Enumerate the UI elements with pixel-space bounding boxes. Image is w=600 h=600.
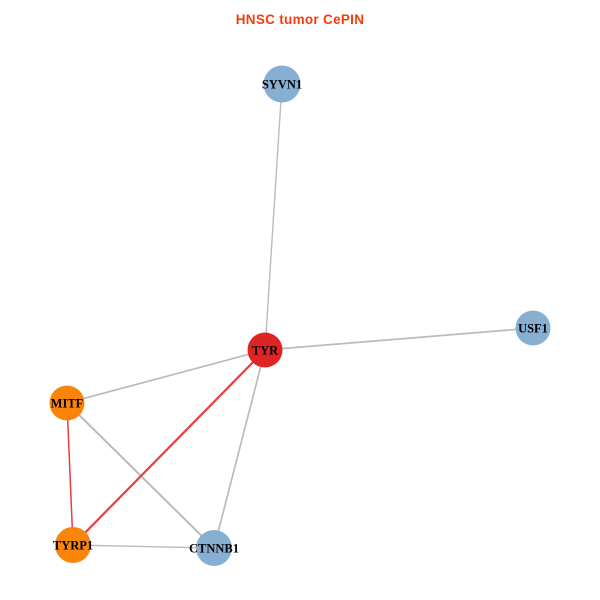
plot-title: HNSC tumor CePIN — [235, 12, 365, 27]
node-label-MITF: MITF — [51, 396, 84, 410]
node-label-TYR: TYR — [252, 343, 279, 357]
node-MITF — [49, 385, 85, 421]
node-label-SYVN1: SYVN1 — [262, 77, 302, 91]
node-label-USF1: USF1 — [518, 321, 548, 335]
node-TYR — [247, 332, 283, 368]
node-CTNNB1 — [196, 530, 232, 566]
node-label-TYRP1: TYRP1 — [53, 538, 93, 552]
edge-USF1-TYR — [264, 327, 534, 351]
node-USF1 — [515, 310, 551, 346]
edge-TYR-TYRP1 — [72, 349, 266, 546]
edge-MITF-TYRP1 — [66, 402, 74, 546]
edge-SYVN1-TYR — [264, 83, 283, 351]
node-TYRP1 — [55, 527, 91, 563]
node-label-CTNNB1: CTNNB1 — [189, 541, 239, 555]
edge-TYRP1-CTNNB1 — [72, 544, 215, 549]
node-SYVN1 — [263, 65, 301, 103]
edge-MITF-TYR — [66, 349, 266, 404]
edge-TYR-CTNNB1 — [213, 349, 266, 549]
